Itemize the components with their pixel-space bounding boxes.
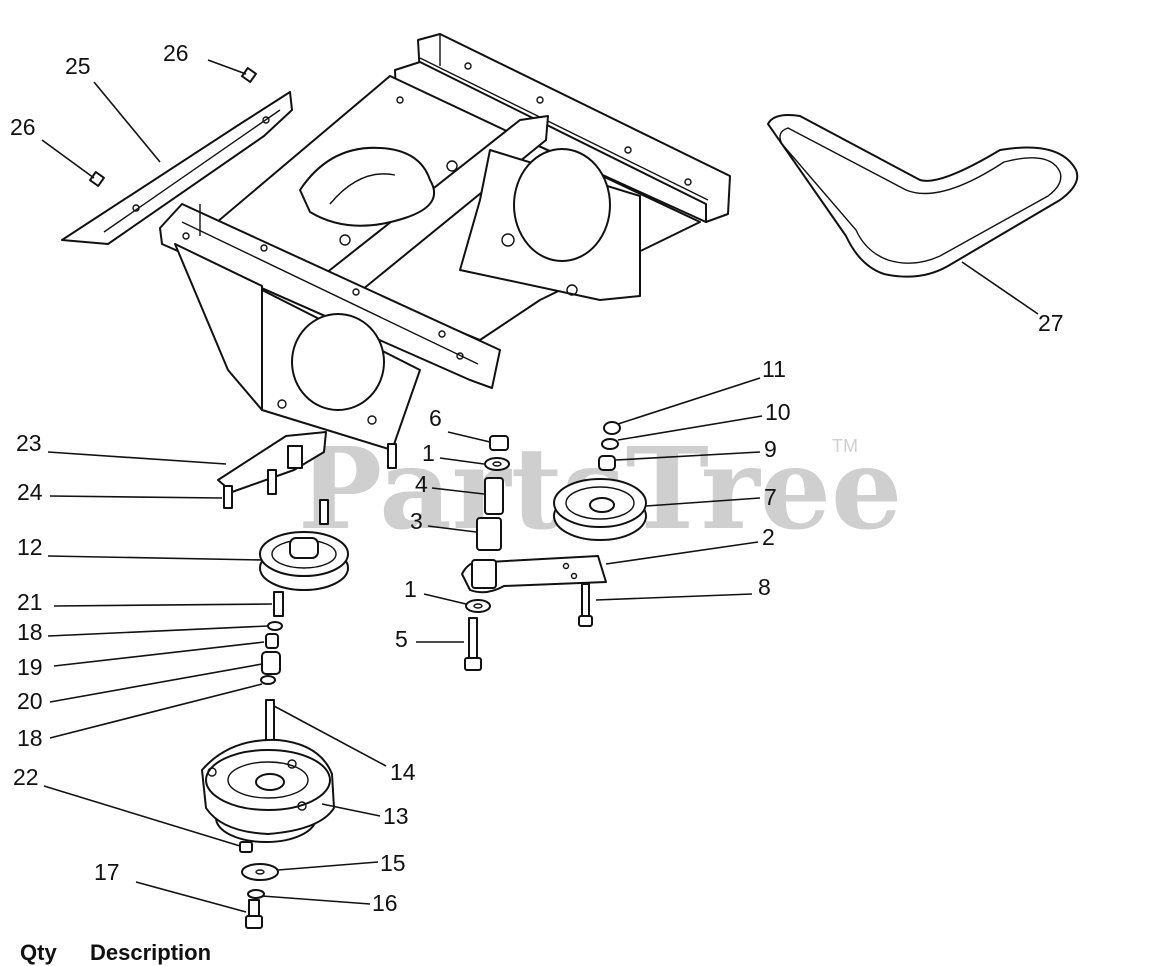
- part-27-belt[interactable]: [767, 114, 1079, 278]
- callout-16: 16: [372, 890, 398, 916]
- part-17-bolt[interactable]: [245, 899, 263, 929]
- description-column-header: Description: [90, 940, 212, 965]
- callout-18: 18: [17, 619, 43, 645]
- callout-22: 22: [13, 764, 39, 790]
- callout-1: 1: [422, 440, 435, 466]
- part-1-washer-bottom[interactable]: [465, 599, 491, 613]
- callout-20: 20: [17, 688, 43, 714]
- callout-27: 27: [1038, 310, 1064, 336]
- callout-26: 26: [163, 40, 189, 66]
- part-11-locknut[interactable]: [603, 421, 621, 435]
- qty-column-header: Qty: [20, 940, 57, 965]
- part-24-bolts[interactable]: [223, 443, 397, 525]
- watermark-tm: TM: [832, 436, 858, 456]
- part-26-screw-top[interactable]: [241, 67, 257, 83]
- part-21-bolt[interactable]: [273, 591, 284, 617]
- callout-2: 2: [762, 524, 775, 550]
- callout-14: 14: [390, 759, 416, 785]
- part-1-washer-top[interactable]: [484, 457, 510, 471]
- callout-4: 4: [415, 471, 428, 497]
- callout-6: 6: [429, 405, 442, 431]
- callout-8: 8: [758, 574, 771, 600]
- callout-25: 25: [65, 53, 91, 79]
- callout-19: 19: [17, 654, 43, 680]
- callout-17: 17: [94, 859, 120, 885]
- callout-labels: 25 26 26 27 11 10 9 7 6 1 4 3 2 1 8 5 23…: [10, 40, 1064, 916]
- leader-lines: [41, 59, 1039, 913]
- part-19-spacer[interactable]: [265, 633, 279, 649]
- part-3-bushing[interactable]: [476, 517, 502, 551]
- part-12-pulley[interactable]: [259, 531, 349, 591]
- part-18-washer-top[interactable]: [267, 621, 283, 631]
- part-20-bushing[interactable]: [261, 651, 281, 675]
- callout-1: 1: [404, 576, 417, 602]
- frame-assembly[interactable]: [159, 33, 731, 451]
- part-18-washer-bottom[interactable]: [260, 675, 276, 685]
- part-13-electric-clutch[interactable]: [201, 738, 335, 843]
- callout-24: 24: [17, 479, 43, 505]
- part-14-key-shaft[interactable]: [265, 699, 275, 741]
- part-16-lockwasher[interactable]: [247, 889, 265, 899]
- part-9-spacer[interactable]: [598, 455, 616, 471]
- callout-12: 12: [17, 534, 43, 560]
- part-4-bushing[interactable]: [484, 477, 504, 515]
- callout-21: 21: [17, 589, 43, 615]
- callout-5: 5: [395, 626, 408, 652]
- part-10-washer[interactable]: [601, 438, 619, 450]
- part-8-bolt[interactable]: [578, 583, 593, 627]
- callout-10: 10: [765, 399, 791, 425]
- part-5-bolt[interactable]: [464, 617, 482, 671]
- part-22-nut[interactable]: [239, 841, 253, 853]
- part-2-idler-arm[interactable]: [461, 555, 607, 594]
- callout-23: 23: [16, 430, 42, 456]
- part-25-bracket[interactable]: [61, 91, 293, 245]
- callout-26: 26: [10, 114, 36, 140]
- part-15-washer[interactable]: [241, 863, 279, 881]
- callout-13: 13: [383, 803, 409, 829]
- callout-11: 11: [762, 356, 786, 382]
- callout-15: 15: [380, 850, 406, 876]
- callout-7: 7: [764, 484, 777, 510]
- part-26-screw-left[interactable]: [89, 171, 105, 187]
- part-7-idler-pulley[interactable]: [553, 478, 647, 541]
- callout-18: 18: [17, 725, 43, 751]
- part-6-nut[interactable]: [489, 435, 509, 451]
- callout-9: 9: [764, 436, 777, 462]
- callout-3: 3: [410, 508, 423, 534]
